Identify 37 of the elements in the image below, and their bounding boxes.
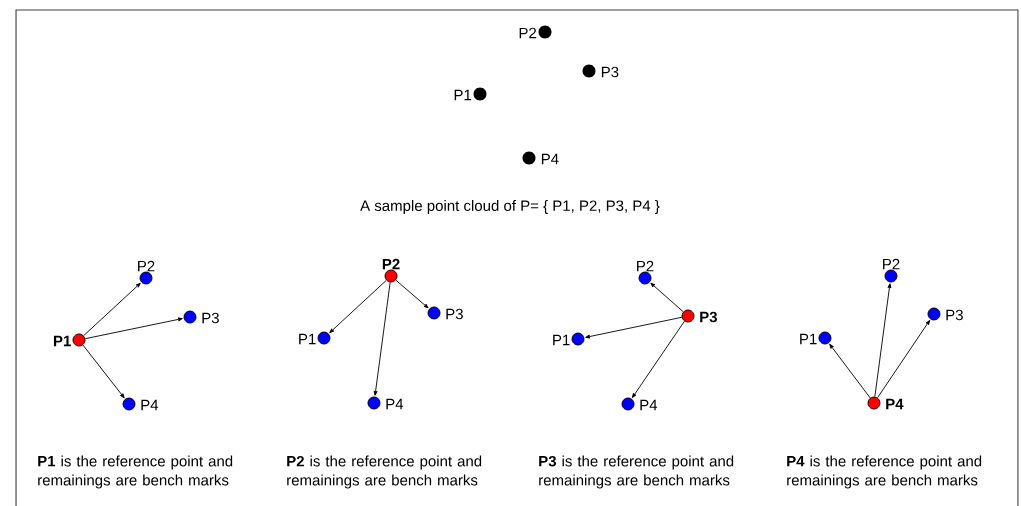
point-label: P2 (382, 258, 400, 270)
point-label: P1 (53, 335, 71, 347)
description-text: P3 is the reference point and remainings are bench marks (539, 455, 734, 489)
point-label: P4 (386, 398, 404, 410)
point-label: P3 (700, 311, 717, 323)
point-label: P1 (454, 89, 472, 101)
point-label: P3 (202, 312, 219, 324)
point-label: P1 (299, 333, 316, 345)
point-label: P3 (946, 309, 963, 321)
arrow (631, 320, 685, 398)
caption: A sample point cloud of P= { P1, P2, P3, P4 } (360, 200, 660, 214)
point-label: P3 (446, 308, 463, 320)
arrow (877, 320, 931, 399)
arrow (82, 344, 125, 399)
arrow (84, 317, 183, 340)
point-label: P4 (141, 399, 159, 411)
point-label: P3 (601, 66, 619, 78)
arrow (829, 343, 871, 399)
description-text: P1 is the reference point and remainings are bench marks (38, 455, 233, 489)
arrow (585, 316, 683, 339)
arrow (373, 281, 391, 396)
arrow (650, 282, 684, 313)
point-label: P2 (519, 27, 537, 39)
point-label: P2 (637, 260, 654, 272)
point-label: P2 (138, 260, 155, 272)
arrow (83, 282, 141, 337)
point-label: P1 (553, 334, 570, 346)
point-label: P4 (640, 399, 658, 411)
point-label: P4 (541, 153, 559, 165)
description-text: P2 is the reference point and remainings are bench marks (287, 455, 482, 489)
point-label: P2 (883, 258, 900, 270)
point-label: P1 (800, 333, 817, 345)
point-label: P4 (886, 398, 904, 410)
arrow (329, 279, 387, 334)
arrow (395, 279, 429, 309)
description-text: P4 is the reference point and remainings are bench marks (787, 455, 982, 489)
arrow (874, 283, 892, 398)
